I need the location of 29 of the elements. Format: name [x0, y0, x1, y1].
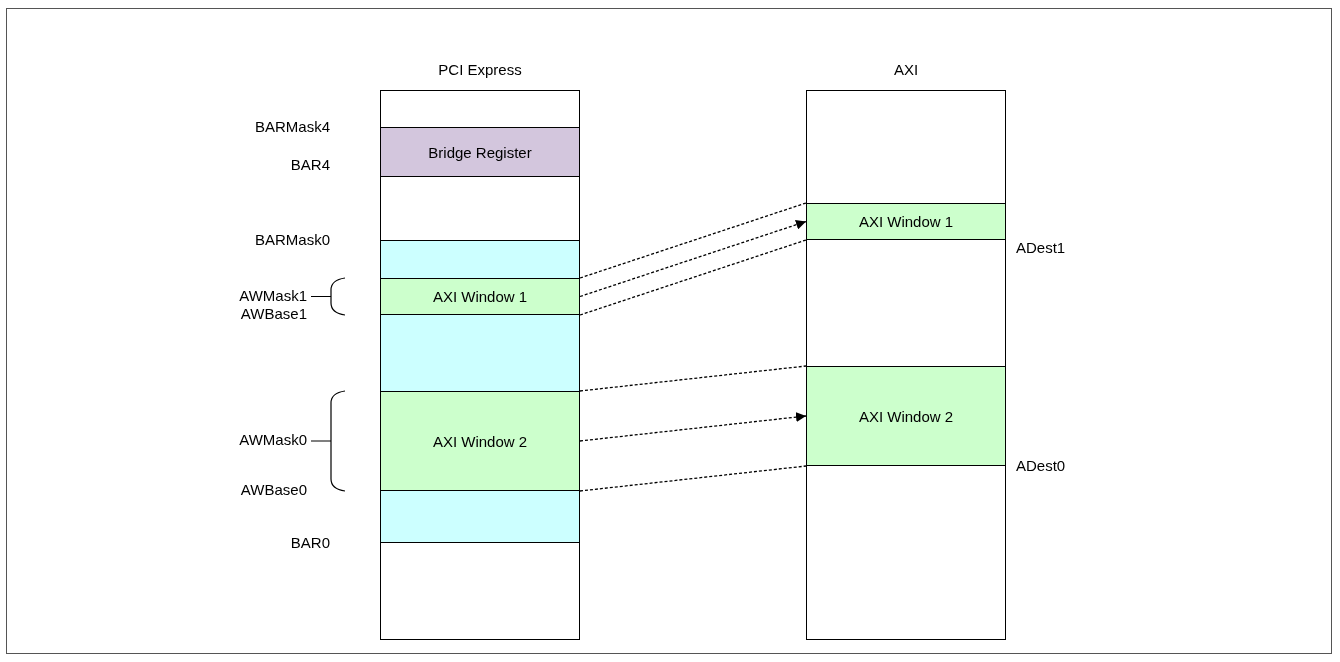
dashed-arrow	[579, 412, 807, 442]
region-label: AXI Window 2	[432, 432, 528, 450]
column-heading: AXI	[892, 61, 920, 78]
address-label: BARMask0	[254, 231, 330, 249]
address-label: BAR0	[290, 534, 330, 552]
region-label: AXI Window 1	[858, 213, 954, 230]
address-label: AWBase0	[240, 481, 307, 499]
column-heading: PCI Express	[437, 61, 523, 78]
dashed-line	[579, 202, 807, 279]
address-label: ADest1	[1016, 239, 1066, 257]
dashed-line	[579, 239, 807, 316]
address-label: AWBase1	[240, 305, 307, 323]
region-label: Bridge Register	[428, 143, 532, 161]
memory-region	[380, 127, 580, 177]
dashed-arrow	[579, 219, 807, 298]
address-label: AWMask0	[239, 431, 307, 449]
dashed-line	[579, 465, 807, 492]
address-label: ADest0	[1016, 457, 1066, 475]
memory-region	[380, 391, 580, 491]
memory-region	[380, 278, 580, 315]
region-label: AXI Window 1	[432, 288, 528, 305]
memory-region	[806, 203, 1006, 240]
memory-region	[380, 240, 580, 543]
address-label: BAR4	[290, 156, 330, 174]
address-label: BARMask4	[254, 118, 330, 136]
region-label: AXI Window 2	[858, 407, 954, 425]
memory-region	[806, 366, 1006, 466]
dashed-line	[579, 365, 807, 392]
address-label: AWMask1	[239, 287, 307, 305]
